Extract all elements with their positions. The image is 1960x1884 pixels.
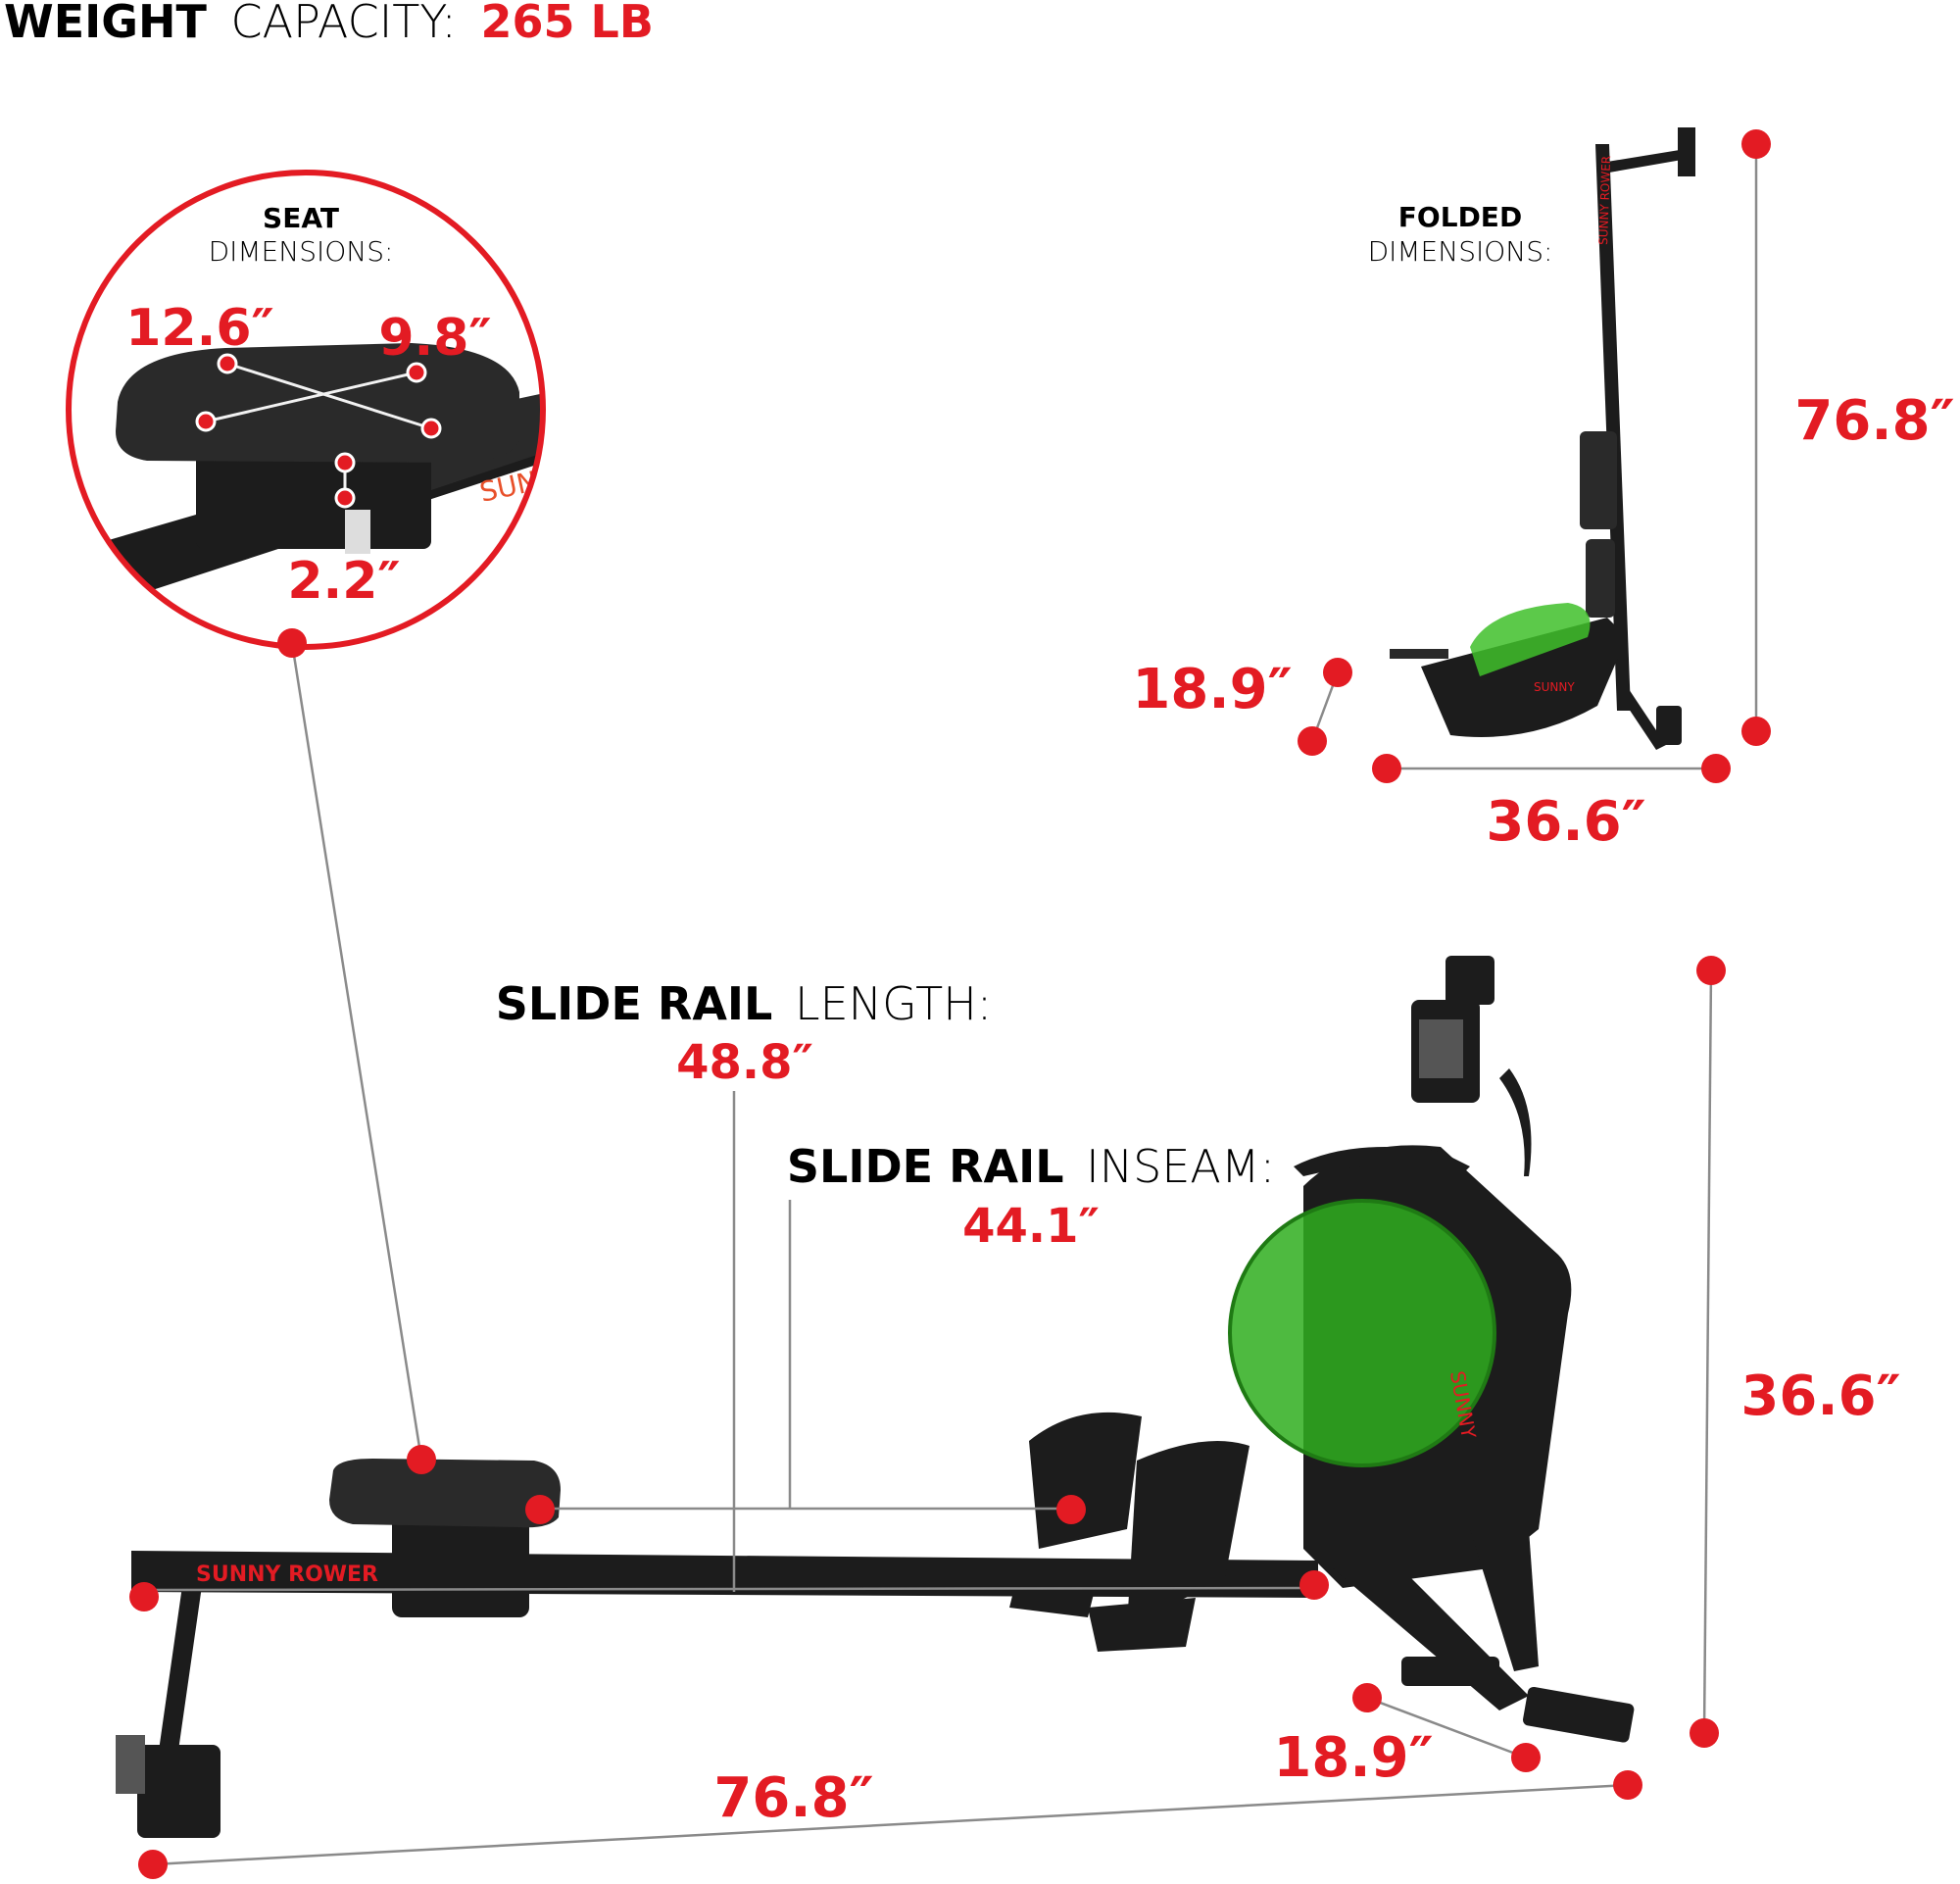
folded-tank-logo: SUNNY: [1534, 680, 1575, 694]
weight-capacity-heading: WEIGHT CAPACITY: 265 LB: [4, 0, 654, 48]
slide-rail-inseam-dot: [1056, 1495, 1086, 1524]
water-tank: [1230, 1201, 1494, 1465]
slide-rail-length-dot: [129, 1582, 159, 1611]
seat-length-dot: [217, 353, 238, 374]
rower-image: SUNNY SUNNY ROWER: [116, 956, 1635, 1838]
height-dot-bottom: [1690, 1718, 1719, 1748]
folded-height-value: 76.8″: [1794, 389, 1954, 453]
folded-rower-image: SUNNY ROWER SUNNY: [1390, 127, 1695, 750]
length-dot: [1613, 1770, 1642, 1800]
slide-rail-length-label-light: LENGTH:: [795, 977, 992, 1030]
seat-title-light: DIMENSIONS:: [209, 235, 394, 268]
slide-rail-length-label-bold: SLIDE RAIL: [496, 977, 773, 1030]
seat-leader-line: [290, 642, 423, 1461]
slide-rail-inseam-label-bold: SLIDE RAIL: [787, 1140, 1064, 1193]
seat-height-value: 2.2″: [287, 552, 400, 611]
folded-width-value: 18.9″: [1132, 658, 1292, 721]
seat-length-dot: [420, 418, 442, 439]
seat-width-value: 9.8″: [378, 309, 491, 368]
seat-width-dot: [406, 362, 427, 383]
slide-rail-length-span: [143, 1586, 1315, 1592]
width-dot: [1511, 1743, 1541, 1772]
weight-label-light: CAPACITY:: [231, 0, 457, 48]
length-dot: [138, 1850, 168, 1879]
slide-rail-length-dot: [1299, 1570, 1329, 1600]
folded-width-dot: [1298, 726, 1327, 756]
slide-rail-length-value: 48.8″: [676, 1035, 813, 1090]
slide-rail-length-label: SLIDE RAIL LENGTH:: [496, 977, 993, 1030]
folded-height-dot-bottom: [1741, 717, 1771, 746]
width-line: [1366, 1696, 1527, 1760]
seat-anchor-dot: [407, 1445, 436, 1474]
height-line: [1702, 969, 1713, 1734]
folded-title-bold: FOLDED: [1398, 201, 1522, 233]
rail-logo: SUNNY ROWER: [196, 1562, 378, 1587]
slide-rail-inseam-label-light: INSEAM:: [1086, 1140, 1275, 1193]
folded-length-dot: [1701, 754, 1731, 783]
width-dot: [1352, 1683, 1382, 1712]
folded-length-dot: [1372, 754, 1401, 783]
folded-width-dot: [1323, 658, 1352, 687]
folded-height-dot-top: [1741, 129, 1771, 159]
folded-title-light: DIMENSIONS:: [1368, 235, 1553, 268]
seat-callout-dot: [277, 628, 307, 658]
slide-rail-inseam-dot: [525, 1495, 555, 1524]
weight-label-bold: WEIGHT: [4, 0, 208, 48]
seat-height-dot: [334, 487, 356, 509]
folded-rail-logo: SUNNY ROWER: [1596, 156, 1613, 246]
seat-width-dot: [195, 411, 217, 432]
seat-title-bold: SEAT: [263, 202, 339, 234]
length-line: [152, 1783, 1629, 1866]
length-value: 76.8″: [713, 1766, 873, 1830]
width-value: 18.9″: [1273, 1726, 1433, 1790]
seat-detail-callout: SUN SEAT DIMENSIONS: 12.6″ 9.8″ 2.2″: [66, 170, 546, 1461]
seat-length-value: 12.6″: [125, 299, 274, 358]
seat-height-dot: [334, 452, 356, 473]
weight-capacity-value: 265 LB: [481, 0, 654, 48]
height-value: 36.6″: [1740, 1364, 1900, 1428]
height-dot-top: [1696, 956, 1726, 985]
folded-length-value: 36.6″: [1486, 790, 1645, 854]
slide-rail-inseam-label: SLIDE RAIL INSEAM:: [787, 1140, 1275, 1193]
slide-rail-inseam-value: 44.1″: [962, 1199, 1100, 1254]
